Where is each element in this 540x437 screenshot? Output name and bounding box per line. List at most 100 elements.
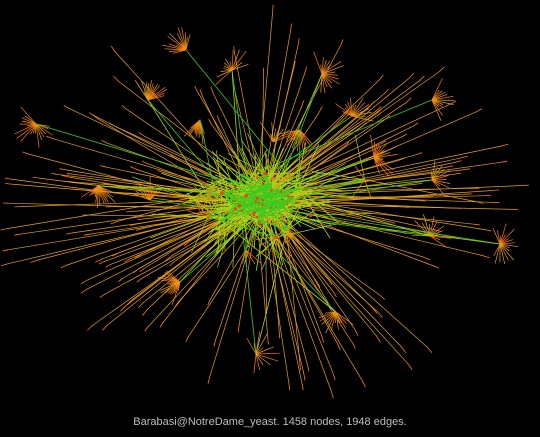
fan-edge <box>414 220 431 237</box>
leaf-tip <box>318 106 323 114</box>
leaf-edge <box>138 219 224 269</box>
leaf-tip <box>210 86 214 94</box>
leaf-edge <box>56 173 261 201</box>
fan-edge <box>351 112 372 117</box>
fan-edge <box>335 311 339 330</box>
leaf-tip <box>400 133 408 138</box>
spoke-edge <box>205 216 258 258</box>
hub-edge <box>245 189 272 251</box>
fan-edge <box>271 122 274 143</box>
fan-edge <box>321 60 330 75</box>
fan-edge <box>168 49 187 52</box>
leaf-tip <box>408 73 415 79</box>
fan-edge <box>272 129 284 143</box>
fan-edge <box>255 353 261 371</box>
leaf-tip <box>102 182 111 186</box>
leaf-edge <box>91 216 209 235</box>
fan-edge <box>429 220 438 237</box>
fan-edge <box>299 129 310 145</box>
spoke-edge <box>194 185 224 221</box>
core-node <box>263 171 267 175</box>
hub-edge <box>257 185 282 193</box>
leaf-tip <box>105 263 112 268</box>
bridge-edge <box>255 230 288 355</box>
bridge-edge <box>255 213 431 237</box>
leaf-tip <box>169 261 175 266</box>
fan-edge <box>147 84 158 101</box>
hub-edge <box>234 197 240 210</box>
leaf-tip <box>137 218 144 221</box>
fan-edge <box>138 189 151 201</box>
fan-edge <box>272 129 290 143</box>
fan-edge <box>373 144 378 159</box>
leaf-tip <box>317 282 321 288</box>
leaf-tip <box>144 326 149 332</box>
spoke-edge <box>255 223 265 271</box>
leaf-tip <box>5 183 12 185</box>
fan-edge <box>138 184 151 201</box>
leaf-tip <box>59 168 65 171</box>
fan-edge <box>373 149 385 159</box>
fan-edge <box>147 79 152 101</box>
fan-edge <box>431 165 443 181</box>
fan-edge <box>431 99 444 105</box>
leaf-tip <box>89 112 94 116</box>
leaf-tip <box>328 279 333 285</box>
leaf-tip <box>297 38 300 46</box>
leaf-tip <box>407 363 413 370</box>
hub-edge <box>237 202 253 211</box>
leaf-tip <box>500 143 509 147</box>
bridge-edge <box>263 212 501 245</box>
fan-edge <box>97 185 114 198</box>
leaf-edge <box>178 216 258 302</box>
spoke-edge <box>271 169 319 191</box>
leaf-edge <box>21 199 229 207</box>
leaf-tip <box>426 346 433 353</box>
hub-edge <box>220 220 277 238</box>
fan-edge <box>431 168 445 181</box>
core-node <box>207 215 210 219</box>
leaf-edge <box>264 30 291 174</box>
fan-edge <box>299 129 307 152</box>
leaf-edge <box>290 195 487 202</box>
fan-edge <box>20 123 37 142</box>
fan-edge <box>162 281 181 296</box>
fan-edge <box>97 185 109 203</box>
leaf-tip <box>354 329 359 336</box>
leaf-tip <box>185 335 190 342</box>
fan-edge <box>321 61 342 75</box>
leaf-edge <box>162 209 253 323</box>
core-node <box>240 209 244 212</box>
fan-edge <box>81 185 99 198</box>
fan-edge <box>223 68 233 71</box>
fan-edge <box>364 179 371 197</box>
leaf-tip <box>330 390 334 399</box>
fan-edge <box>231 49 240 71</box>
leaf-edge <box>87 210 243 281</box>
fan-edge <box>431 94 448 101</box>
spoke-edge <box>286 209 316 232</box>
fan-edge <box>335 103 353 117</box>
leaf-tip <box>164 255 172 262</box>
leaf-tip <box>332 290 337 298</box>
hub-edge <box>256 196 279 218</box>
leaf-edge <box>53 138 259 199</box>
fan-edge <box>286 230 291 242</box>
fan-edge <box>321 73 339 76</box>
bridge-edge <box>231 69 251 204</box>
fan-edge <box>499 223 507 245</box>
leaf-tip <box>208 119 213 126</box>
leaf-tip <box>401 346 407 354</box>
fan-edge <box>253 353 257 374</box>
leaf-tip <box>1 263 9 267</box>
leaf-tip <box>129 223 137 226</box>
fan-edge <box>250 223 265 235</box>
core-node <box>286 203 288 206</box>
leaf-tip <box>118 278 123 282</box>
spoke-edge <box>150 216 209 239</box>
bridge-edge <box>238 197 257 355</box>
leaf-edge <box>212 93 259 186</box>
spoke-edge <box>217 192 223 253</box>
fan-edge <box>21 117 37 125</box>
spoke-edge <box>186 192 222 222</box>
